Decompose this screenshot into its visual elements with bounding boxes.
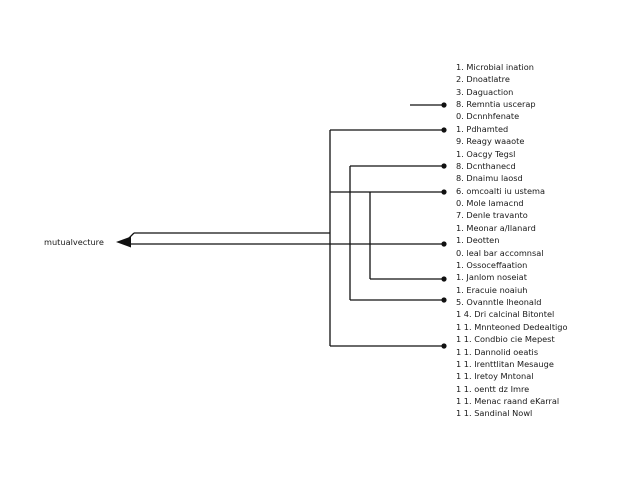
- item-label: 1 1. Sandinal Nowl: [456, 408, 532, 418]
- item-label: 1. Oacgy Tegsl: [456, 149, 515, 159]
- item-label: 1 1. Menac raand eKarral: [456, 396, 559, 406]
- endpoint-dot: [441, 127, 447, 133]
- item-label: 1 1. Irenttlitan Mesauge: [456, 359, 554, 369]
- item-label: 1. Deotten: [456, 235, 499, 245]
- item-label: 1 1. Dannolid oeatis: [456, 347, 538, 357]
- item-label: 1 1. Mnnteoned Dedealtigo: [456, 322, 568, 332]
- endpoint-dot: [441, 102, 447, 108]
- connector-endpoints: [441, 102, 447, 349]
- item-label: 5. Ovanntle lheonald: [456, 297, 541, 307]
- item-label: 1 1. Condbio cie Mepest: [456, 334, 555, 344]
- item-label: 0. Dcnnhfenate: [456, 111, 519, 121]
- item-label: 2. Dnoatlatre: [456, 74, 510, 84]
- root-label: mutualvecture: [44, 237, 104, 247]
- item-label: 3. Daguaction: [456, 87, 513, 97]
- item-label: 1. Microbial ination: [456, 62, 534, 72]
- item-label: 9. Reagy waaote: [456, 136, 524, 146]
- item-label: 8. Dnaimu laosd: [456, 173, 523, 183]
- item-label: 1. Ossoceffaation: [456, 260, 527, 270]
- item-label: 8. Remntia uscerap: [456, 99, 536, 109]
- endpoint-dot: [441, 343, 447, 349]
- endpoint-dot: [441, 297, 447, 303]
- endpoint-dot: [441, 241, 447, 247]
- item-label: 1. Eracuie noaiuh: [456, 285, 527, 295]
- item-label: 1 1. Iretoy Mntonal: [456, 371, 534, 381]
- item-label: 1. Pdhamted: [456, 124, 508, 134]
- item-label: 6. omcoalti iu ustema: [456, 186, 545, 196]
- connector-lines: [123, 104, 444, 347]
- endpoint-dot: [441, 189, 447, 195]
- item-labels: 1. Microbial ination 2. Dnoatlatre 3. Da…: [456, 62, 568, 418]
- item-label: 1. Janlom noseiat: [456, 272, 528, 282]
- endpoint-dot: [441, 163, 447, 169]
- connector-line: [123, 232, 135, 244]
- item-label: 1. Meonar a/Ilanard: [456, 223, 536, 233]
- item-label: 0. Mole lamacnd: [456, 198, 524, 208]
- item-label: 7. Denle travanto: [456, 210, 528, 220]
- endpoint-dot: [441, 276, 447, 282]
- item-label: 1 1. oentt dz Imre: [456, 384, 529, 394]
- item-label: 1 4. Dri calcinal Bitontel: [456, 309, 554, 319]
- item-label: 0. leal bar accomnsal: [456, 248, 544, 258]
- item-label: 8. Dcnthanecd: [456, 161, 516, 171]
